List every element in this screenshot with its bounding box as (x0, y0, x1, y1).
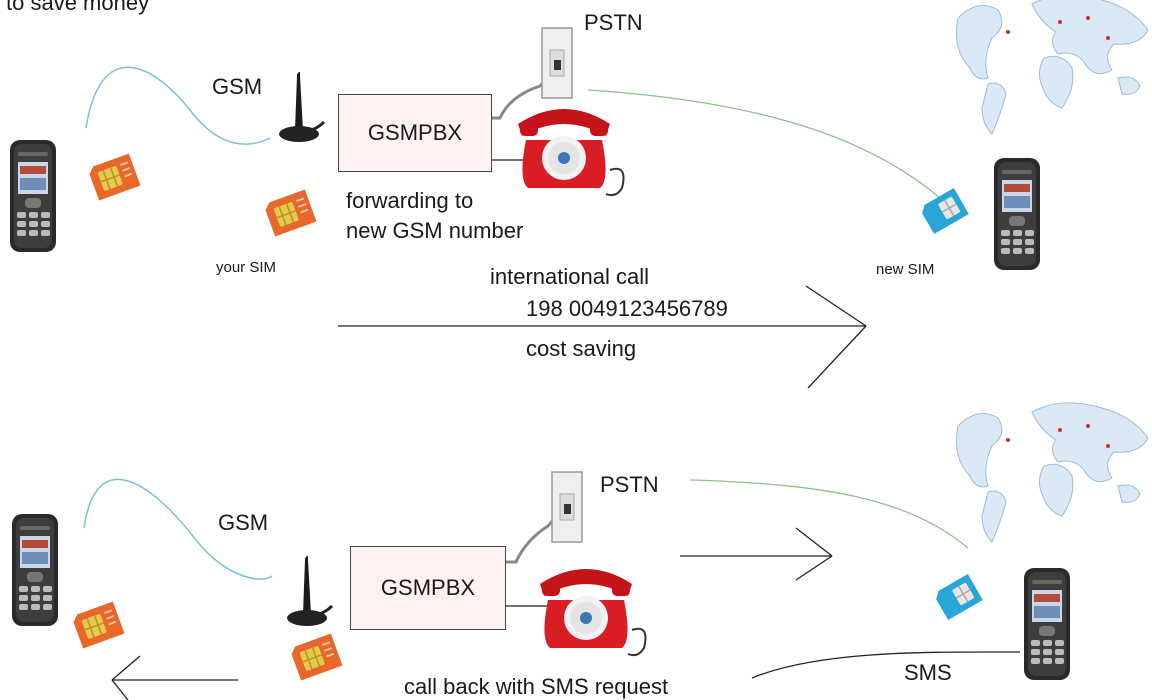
sim-card-icon (70, 600, 126, 650)
mobile-phone-icon (12, 514, 58, 626)
pstn-cable (506, 511, 562, 564)
pstn-cable (492, 72, 554, 120)
wall-socket-icon (551, 471, 583, 543)
forwarding-label: forwarding to (346, 188, 474, 213)
call-type-label: international call (490, 264, 649, 289)
gsmpbx-box: GSMPBX (350, 546, 506, 630)
cost-saving-label: cost saving (526, 336, 637, 361)
gsmpbx-label: GSMPBX (380, 575, 476, 600)
sms-label: SMS (904, 660, 952, 685)
gsm-label: GSM (218, 510, 269, 535)
callback-label: call back with SMS request (404, 674, 669, 699)
desk-phone-icon (539, 568, 647, 657)
diagram-title: to save money (6, 0, 150, 15)
gsmpbx-box: GSMPBX (338, 94, 492, 172)
mobile-phone-icon (10, 140, 56, 252)
wall-socket-icon (541, 27, 573, 99)
antenna-icon (285, 554, 334, 628)
your-sim-label: your SIM (216, 259, 277, 276)
gsm-label: GSM (212, 74, 263, 99)
gsmpbx-label: GSMPBX (367, 120, 463, 145)
desk-phone-icon (517, 108, 625, 197)
wireless-link (85, 66, 271, 145)
sms-link (751, 651, 1021, 679)
world-map-icon (956, 0, 1149, 135)
pstn-link (689, 479, 969, 549)
pstn-link (587, 89, 941, 199)
sim-card-icon (262, 188, 318, 238)
wireless-link (83, 478, 273, 580)
mobile-phone-icon (994, 158, 1040, 270)
world-map-icon (956, 402, 1149, 543)
sim-card-icon (288, 632, 344, 682)
sim-card-icon (918, 187, 970, 235)
pstn-label: PSTN (584, 10, 643, 35)
antenna-icon (277, 70, 326, 144)
mobile-phone-icon (1024, 568, 1070, 680)
forwarding-label: new GSM number (346, 218, 524, 243)
new-sim-label: new SIM (876, 261, 935, 278)
pstn-label: PSTN (600, 472, 659, 497)
dial-number-label: 198 0049123456789 (526, 296, 728, 321)
sim-card-icon (86, 152, 142, 202)
sim-card-icon (932, 573, 984, 621)
